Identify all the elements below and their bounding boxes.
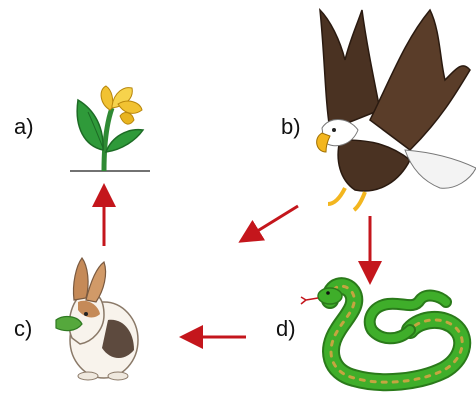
label-a: a) (14, 114, 34, 139)
label-c: c) (14, 316, 33, 341)
label-d: d) (276, 316, 296, 341)
flower-plant-icon (70, 85, 150, 172)
snake-icon (300, 277, 472, 392)
arrow-b-to-c (238, 204, 299, 243)
label-b: b) (281, 114, 301, 139)
eagle-icon (316, 7, 476, 212)
rabbit-icon (55, 256, 139, 381)
